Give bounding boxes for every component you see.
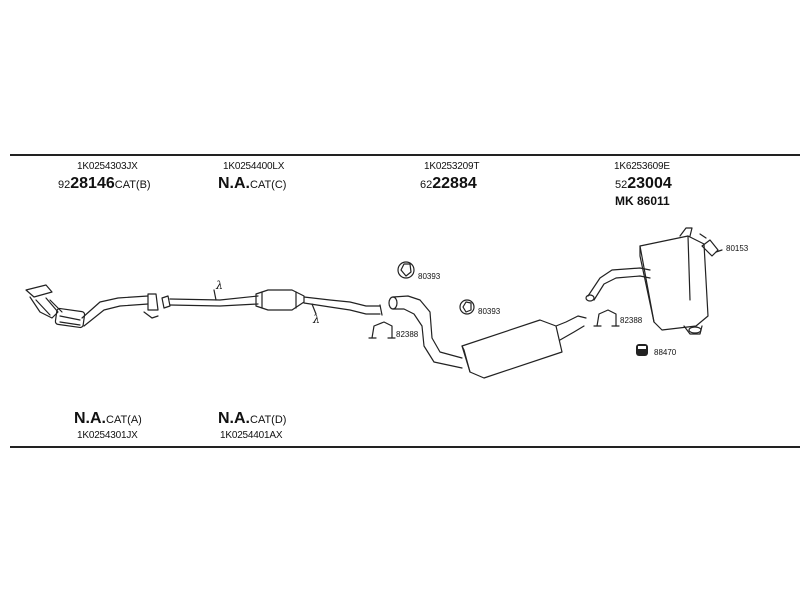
ref-cat-d: 1K0254401AX [220, 430, 283, 441]
prefix: 92 [58, 179, 71, 191]
prefix: 62 [420, 179, 433, 191]
lambda-sensor-label-1: λ [216, 279, 223, 292]
number: 28146 [70, 175, 115, 192]
top-divider-line [10, 154, 800, 156]
ref-cat-c: 1K0254400LX [223, 161, 285, 172]
part-number-cat-a: N.A.CAT(A) [74, 410, 142, 428]
number: N.A. [218, 410, 250, 427]
clamp-label-mid: 80393 [478, 307, 501, 316]
number: 23004 [627, 175, 672, 192]
rear-silencer [585, 227, 709, 335]
part-number-rear-silencer: 5223004 [615, 175, 672, 193]
mounting-kit-number: MK 86011 [615, 194, 670, 208]
rubber-mount-label: 88470 [654, 348, 677, 357]
bottom-divider-line [10, 446, 800, 448]
part-number-cat-b: 9228146CAT(B) [58, 175, 151, 193]
clamp-icon-left [368, 321, 396, 339]
suffix: CAT(A) [106, 414, 142, 426]
part-number-cat-d: N.A.CAT(D) [218, 410, 286, 428]
ref-middle-silencer: 1K0253209T [424, 161, 480, 172]
prefix: 52 [615, 179, 628, 191]
clamp-icon-top [397, 261, 415, 279]
middle-silencer-pipe [388, 295, 587, 379]
ref-rear-silencer: 1K6253609E [614, 161, 670, 172]
suffix: CAT(B) [114, 179, 151, 191]
part-number-cat-c: N.A.CAT(C) [218, 175, 286, 193]
number: 22884 [432, 175, 477, 192]
hanger-label: 80153 [726, 244, 749, 253]
clamp-label-left: 82388 [396, 330, 419, 339]
part-number-middle-silencer: 6222884 [420, 175, 477, 193]
number: N.A. [218, 175, 250, 192]
clamp-icon-mid [459, 299, 475, 315]
number: N.A. [74, 410, 106, 427]
hanger-icon [699, 233, 723, 257]
clamp-label-top: 80393 [418, 272, 441, 281]
suffix: CAT(C) [250, 179, 287, 191]
clamp-label-right: 82388 [620, 316, 643, 325]
ref-cat-a: 1K0254301JX [77, 430, 138, 441]
front-pipe-with-catalyst [25, 284, 159, 329]
intermediate-pipe-with-catalyst [161, 289, 383, 316]
suffix: CAT(D) [250, 414, 287, 426]
lambda-sensor-label-2: λ [313, 313, 320, 326]
clamp-icon-right [593, 309, 620, 327]
rubber-mount-icon [636, 344, 648, 356]
ref-cat-b: 1K0254303JX [77, 161, 138, 172]
